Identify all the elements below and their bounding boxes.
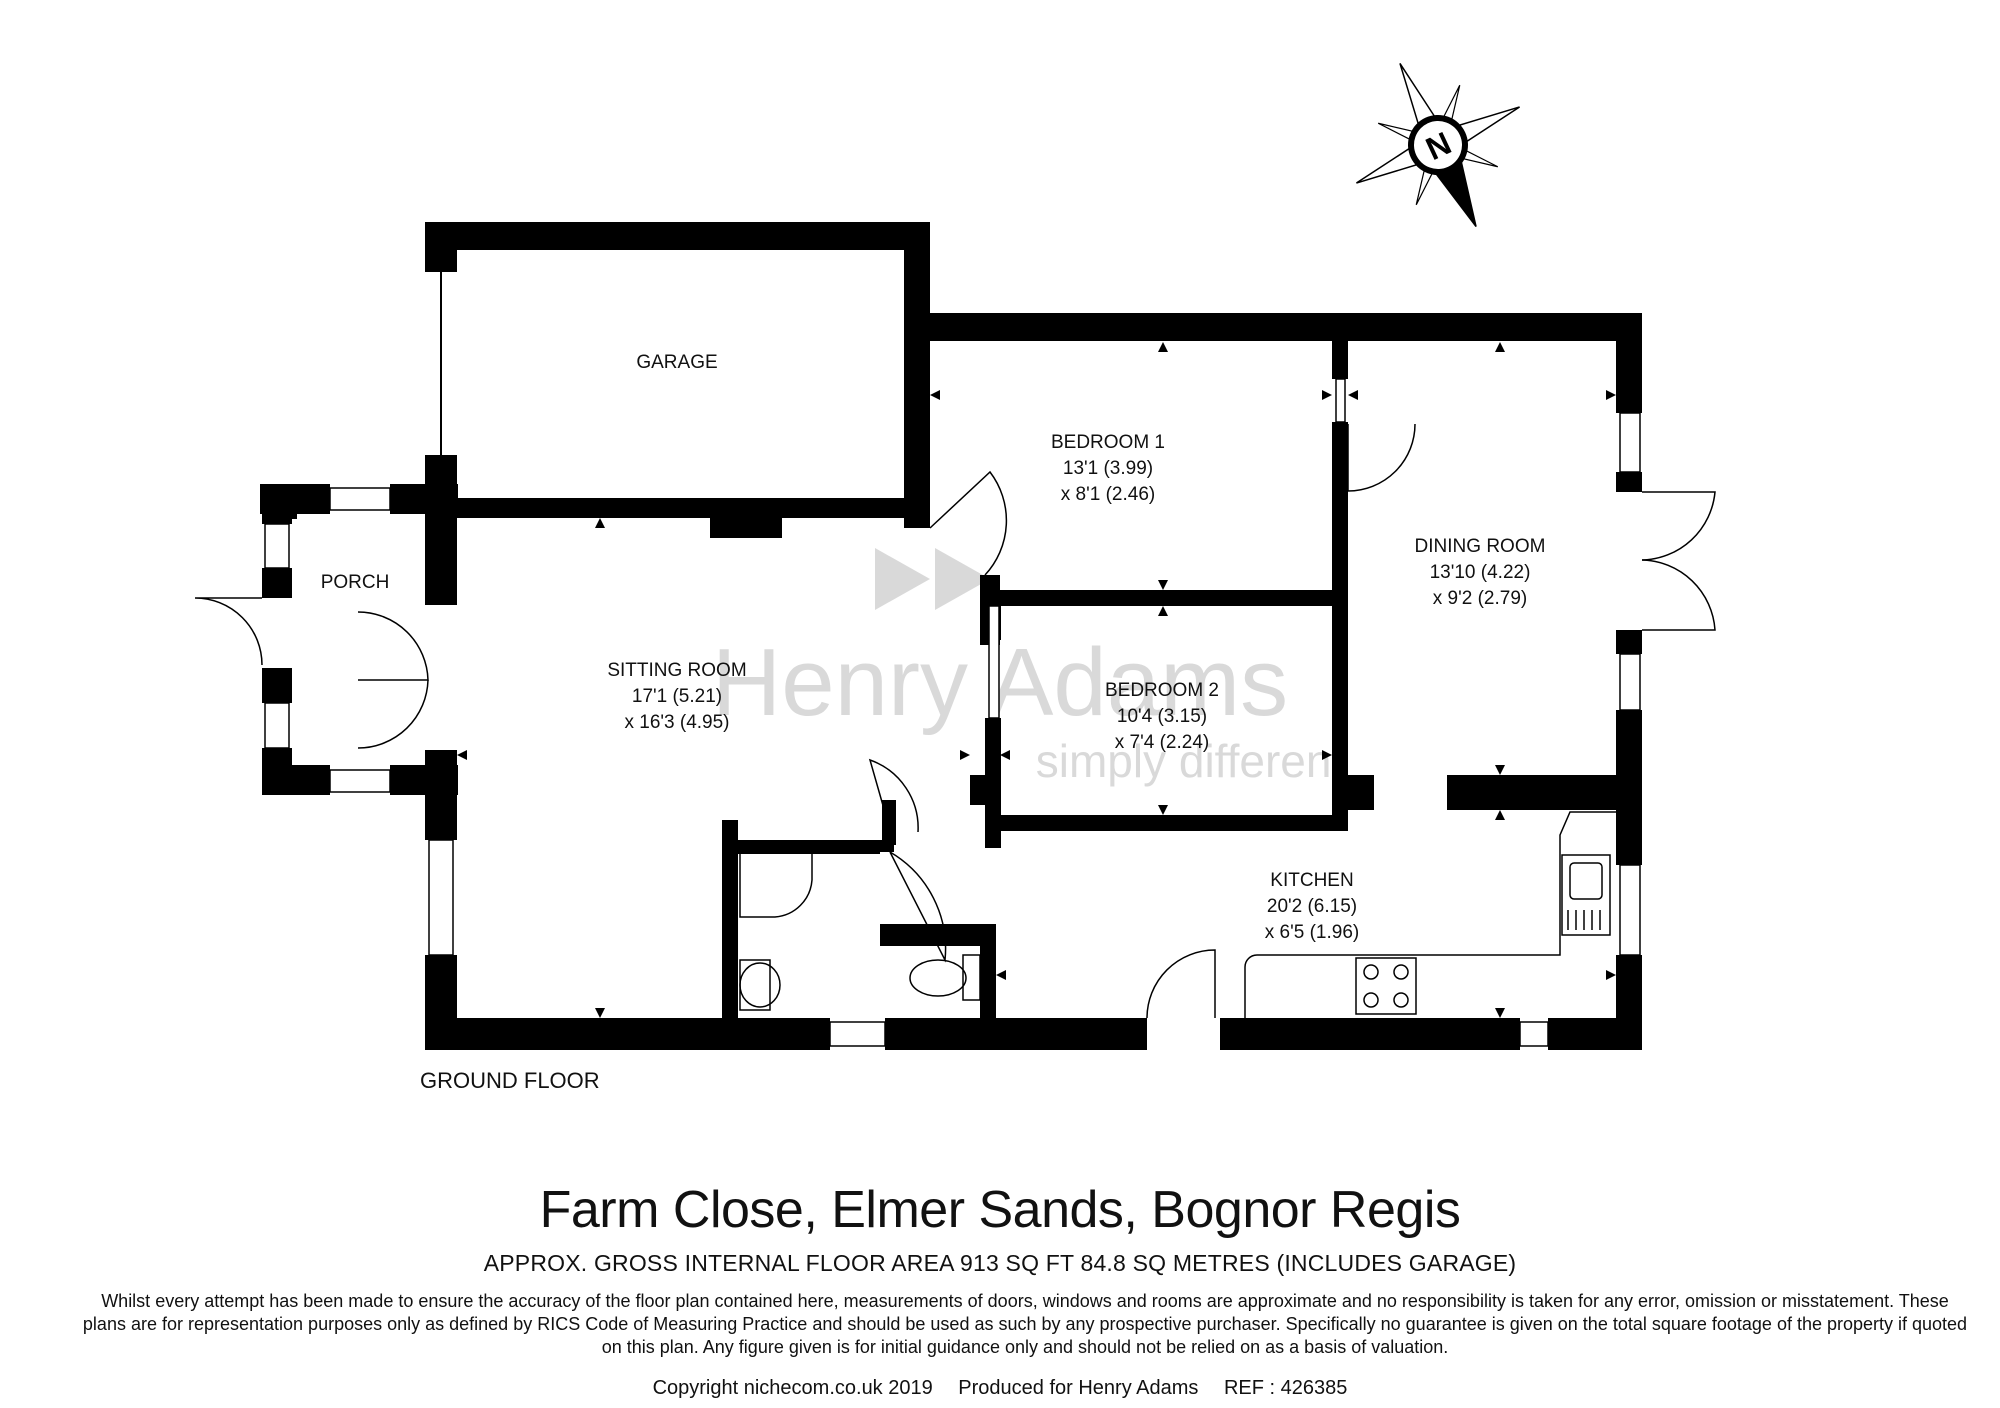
room-label-kitchen: KITCHEN 20'2 (6.15) x 6'5 (1.96) [1265, 870, 1359, 943]
room-label-bedroom1: BEDROOM 1 13'1 (3.99) x 8'1 (2.46) [1051, 432, 1165, 505]
floor-area-subtitle: APPROX. GROSS INTERNAL FLOOR AREA 913 SQ… [483, 1250, 1517, 1276]
measurement-arrows [457, 342, 1616, 1018]
svg-text:GARAGE: GARAGE [636, 352, 717, 373]
svg-text:SITTING ROOM: SITTING ROOM [607, 660, 746, 681]
svg-text:20'2 (6.15): 20'2 (6.15) [1267, 896, 1357, 917]
room-label-sitting: SITTING ROOM 17'1 (5.21) x 16'3 (4.95) [607, 660, 746, 733]
reference-text: REF : 426385 [1223, 1377, 1348, 1399]
svg-text:x 8'1 (2.46): x 8'1 (2.46) [1061, 484, 1155, 505]
property-title: Farm Close, Elmer Sands, Bognor Regis [539, 1181, 1461, 1239]
svg-text:BEDROOM 2: BEDROOM 2 [1105, 680, 1219, 701]
svg-text:x 16'3 (4.95): x 16'3 (4.95) [624, 712, 729, 733]
kitchen-fixtures [1244, 811, 1616, 1018]
room-label-garage: GARAGE [636, 352, 717, 373]
svg-text:KITCHEN: KITCHEN [1270, 870, 1353, 891]
footer: Copyright nichecom.co.uk 2019 Produced f… [0, 1377, 2000, 1400]
bathroom-fixtures [739, 844, 981, 1011]
svg-text:10'4 (3.15): 10'4 (3.15) [1117, 706, 1207, 727]
toilet-icon [962, 954, 981, 1001]
svg-text:13'1 (3.99): 13'1 (3.99) [1063, 458, 1153, 479]
svg-text:BEDROOM 1: BEDROOM 1 [1051, 432, 1165, 453]
watermark-tagline: simply different [1036, 735, 1345, 787]
svg-text:x 6'5 (1.96): x 6'5 (1.96) [1265, 922, 1359, 943]
svg-text:13'10 (4.22): 13'10 (4.22) [1430, 562, 1531, 583]
walls [260, 222, 1642, 1050]
hob-icon [1355, 957, 1417, 1015]
svg-text:x 9'2 (2.79): x 9'2 (2.79) [1433, 588, 1527, 609]
windows [264, 378, 1641, 1047]
svg-text:17'1 (5.21): 17'1 (5.21) [632, 686, 722, 707]
room-label-bedroom2: BEDROOM 2 10'4 (3.15) x 7'4 (2.24) [1105, 680, 1219, 753]
basin-icon [739, 959, 771, 1011]
svg-text:PORCH: PORCH [321, 572, 390, 593]
shower-icon [739, 844, 813, 918]
doors [194, 423, 1716, 1019]
copyright-text: Copyright nichecom.co.uk 2019 [652, 1377, 933, 1399]
room-label-porch: PORCH [321, 572, 390, 593]
floor-label: GROUND FLOOR [420, 1068, 600, 1093]
room-label-dining: DINING ROOM 13'10 (4.22) x 9'2 (2.79) [1415, 536, 1546, 609]
henry-adams-logo-icon [875, 548, 990, 610]
svg-text:DINING ROOM: DINING ROOM [1415, 536, 1546, 557]
disclaimer-text: Whilst every attempt has been made to en… [82, 1291, 1968, 1357]
sink-icon [1561, 854, 1611, 936]
produced-for-text: Produced for Henry Adams [958, 1377, 1199, 1399]
north-compass-icon: N [1356, 63, 1520, 228]
svg-text:x 7'4 (2.24): x 7'4 (2.24) [1115, 732, 1209, 753]
